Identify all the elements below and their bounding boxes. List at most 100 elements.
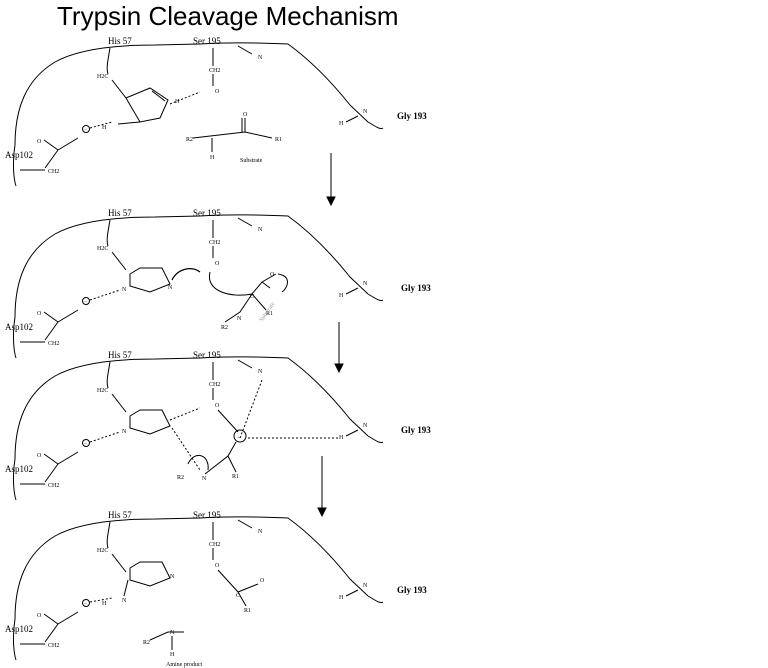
gly-n-label: N bbox=[363, 423, 368, 429]
hbond-his-ser-o bbox=[169, 407, 201, 421]
substrate-o-label: O bbox=[270, 272, 275, 278]
arrow-step-2-head bbox=[334, 363, 344, 374]
asp-ch2-label: CH2 bbox=[48, 643, 59, 649]
protein-backbone bbox=[14, 356, 369, 460]
asp-h-label: H bbox=[102, 125, 107, 131]
acyl-c-label: C bbox=[236, 593, 240, 599]
his-ch2-to-ring bbox=[111, 553, 127, 573]
hbond-his-ser bbox=[169, 91, 201, 105]
his-ring-n1: N bbox=[122, 287, 127, 293]
curved-arrow-o-to-c bbox=[208, 271, 253, 296]
hbond-asp-his bbox=[89, 121, 113, 129]
asp-backbone bbox=[12, 618, 17, 661]
acyl-enzyme bbox=[217, 569, 259, 607]
his-imidazole-ring bbox=[129, 561, 171, 587]
ser195-label: Ser 195 bbox=[193, 208, 221, 218]
acyl-o-label: O bbox=[260, 578, 265, 584]
backbone-right-tail bbox=[367, 293, 384, 301]
his57-label: His 57 bbox=[108, 208, 132, 218]
asp-carboxylate bbox=[43, 309, 79, 341]
his-h2c-label: H2C bbox=[97, 548, 108, 554]
asp-h-label: H bbox=[102, 601, 107, 607]
hbond-asp-his bbox=[89, 431, 121, 443]
amine-product-label: Amine product bbox=[166, 662, 202, 668]
amine-n-label: N bbox=[170, 630, 175, 636]
gly-nh-bond bbox=[345, 429, 359, 437]
arrow-step-3 bbox=[317, 456, 327, 518]
asp-minus-label: − bbox=[84, 601, 88, 607]
asp-o-label: O bbox=[37, 311, 42, 317]
substrate-body bbox=[224, 273, 277, 323]
acyl-r1-label: R1 bbox=[244, 608, 251, 614]
asp-negative-charge bbox=[82, 125, 90, 133]
gly193-label: Gly 193 bbox=[401, 283, 431, 293]
substrate-backbone bbox=[192, 118, 273, 139]
gly-n-label: N bbox=[363, 583, 368, 589]
hbond-asp-his bbox=[89, 289, 121, 301]
asp-negative-charge bbox=[82, 297, 90, 305]
asp-minus-label: − bbox=[84, 127, 88, 133]
substrate-r1-label: R1 bbox=[266, 311, 273, 317]
gly193-label: Gly 193 bbox=[397, 585, 427, 595]
asp-carboxylate bbox=[43, 611, 79, 643]
asp102-label: Asp102 bbox=[5, 150, 33, 160]
asp-negative-charge bbox=[82, 439, 90, 447]
his-ring-to-h bbox=[117, 121, 141, 125]
his-ring-n-bond bbox=[123, 579, 129, 597]
ser-o-label: O bbox=[215, 89, 220, 95]
his-ring-n1: N bbox=[122, 598, 127, 604]
curved-arrow-n-h bbox=[187, 455, 209, 471]
curved-arrow-ser-o bbox=[171, 268, 201, 281]
his-imidazole-ring bbox=[129, 409, 171, 435]
asp-backbone bbox=[12, 316, 17, 359]
gly-nh-bond bbox=[345, 115, 359, 123]
protein-backbone bbox=[14, 214, 369, 318]
amine-r2-label: R2 bbox=[143, 640, 150, 646]
substrate-o-label: O bbox=[243, 112, 248, 118]
ser-ch2-label: CH2 bbox=[209, 542, 220, 548]
ser-ch2-label: CH2 bbox=[209, 240, 220, 246]
oxyanion-to-ser-n bbox=[239, 379, 263, 439]
ser-n-label: N bbox=[258, 529, 263, 535]
gly193-label: Gly 193 bbox=[401, 425, 431, 435]
amine-h-label: H bbox=[170, 652, 175, 658]
substrate-label: Substrate bbox=[240, 158, 263, 164]
backbone-right-tail bbox=[367, 595, 384, 603]
gly-nh-bond bbox=[345, 287, 359, 295]
his-imidazole-ring bbox=[129, 267, 171, 293]
ser-n-label: N bbox=[258, 227, 263, 233]
asp-o-label: O bbox=[37, 613, 42, 619]
substrate-r1-label: R1 bbox=[275, 137, 282, 143]
his-ring-n1: N bbox=[122, 429, 127, 435]
gly-n-label: N bbox=[363, 281, 368, 287]
gly-h-label: H bbox=[339, 121, 344, 127]
gly-n-label: N bbox=[363, 109, 368, 115]
his-to-substrate-n bbox=[171, 427, 201, 471]
his-ring-n2: N bbox=[170, 574, 175, 580]
asp102-label: Asp102 bbox=[5, 464, 33, 474]
ser195-label: Ser 195 bbox=[193, 350, 221, 360]
his57-label: His 57 bbox=[108, 350, 132, 360]
ser-o-to-c bbox=[217, 409, 239, 433]
arrow-step-1-head bbox=[326, 196, 336, 207]
hbond-asp-his bbox=[89, 597, 113, 603]
arrow-step-3-head bbox=[317, 507, 327, 518]
his-ch2-to-ring bbox=[111, 79, 127, 99]
arrow-step-2 bbox=[334, 322, 344, 374]
intermediate-r1-label: R1 bbox=[232, 474, 239, 480]
his57-label: His 57 bbox=[108, 36, 132, 46]
substrate-h-label: H bbox=[210, 155, 215, 161]
diagram-title: Trypsin Cleavage Mechanism bbox=[57, 1, 399, 31]
protein-backbone bbox=[14, 42, 369, 146]
ser195-label: Ser 195 bbox=[193, 36, 221, 46]
asp-minus-label: − bbox=[84, 441, 88, 447]
backbone-right-tail bbox=[367, 121, 384, 129]
intermediate-n-label: N bbox=[202, 476, 207, 482]
gly-nh-bond bbox=[345, 589, 359, 597]
ser-o-label: O bbox=[215, 403, 220, 409]
asp-ch2-label: CH2 bbox=[48, 169, 59, 175]
his-h2c-label: H2C bbox=[97, 246, 108, 252]
